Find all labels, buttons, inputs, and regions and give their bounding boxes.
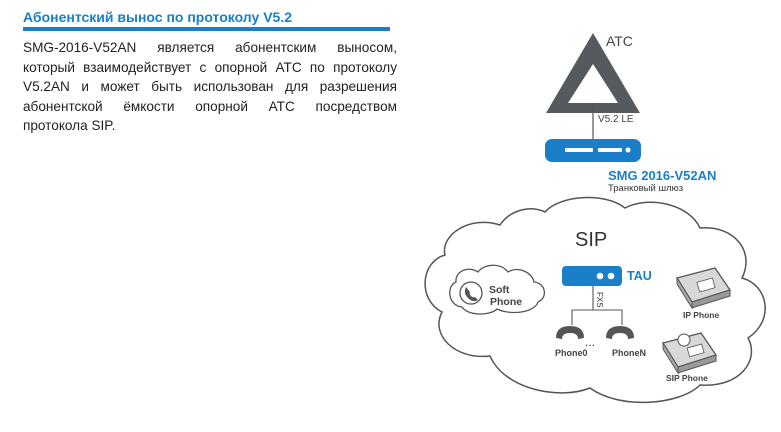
title-underline <box>23 27 390 31</box>
atc-label: АТС <box>606 33 633 49</box>
softphone-label-line2: Phone <box>490 296 522 308</box>
fxs-label: FXS <box>595 292 604 308</box>
gateway-device-icon <box>545 139 641 162</box>
sip-phone-label: SIP Phone <box>666 373 708 383</box>
cloud-label: SIP <box>575 229 607 251</box>
section-title: Абонентский вынос по протоколу V5.2 <box>23 9 292 25</box>
ellipsis-label: ... <box>585 335 595 349</box>
tau-device-icon <box>562 266 622 286</box>
tau-label: TAU <box>627 269 652 283</box>
ip-phone-icon <box>675 267 732 310</box>
device-name: SMG 2016-V52AN <box>608 168 716 183</box>
phoneN-label: PhoneN <box>612 348 646 358</box>
softphone-icon <box>449 264 545 315</box>
description-paragraph: SMG-2016-V52AN является абонентским выно… <box>23 40 397 133</box>
device-subtitle: Транковый шлюз <box>608 183 683 194</box>
phone0-label: Phone0 <box>555 348 588 358</box>
triangle-atc-icon <box>546 33 640 113</box>
sip-phone-icon <box>661 332 718 375</box>
analog-phone-icon <box>556 326 634 339</box>
fxs-lines <box>571 286 623 325</box>
v52-label: V5.2 LE <box>598 114 634 125</box>
ip-phone-label: IP Phone <box>683 310 719 320</box>
softphone-label-line1: Soft <box>489 284 510 296</box>
